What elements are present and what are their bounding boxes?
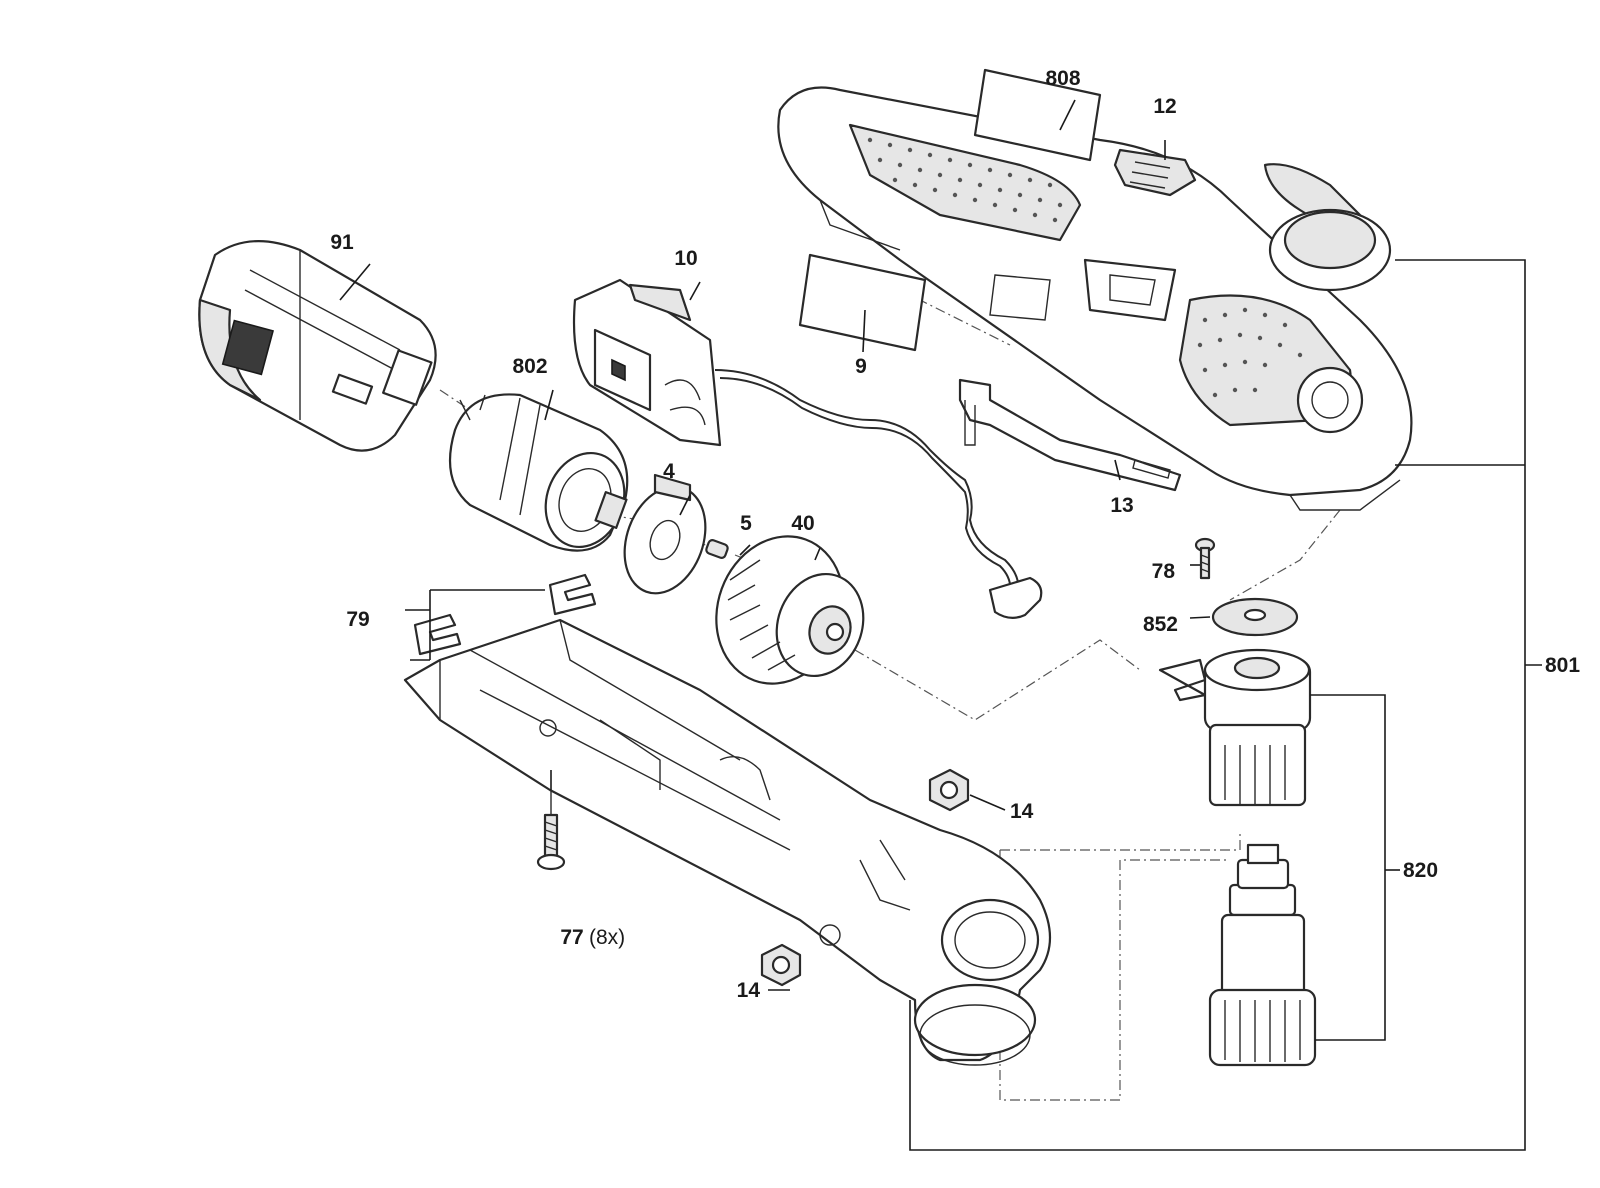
nut-14-lower <box>760 943 802 987</box>
slide-bar-13 <box>958 378 1182 492</box>
callout-9: 9 <box>855 355 867 378</box>
screw-78 <box>1194 537 1216 580</box>
callout-801: 801 <box>1545 654 1580 677</box>
battery-pack-91 <box>198 240 437 452</box>
nut-14-upper <box>928 768 970 812</box>
lower-housing-shell <box>403 618 1051 1066</box>
callout-91: 91 <box>330 231 354 254</box>
callout-77: 77 <box>560 926 583 949</box>
callout-5: 5 <box>740 512 752 535</box>
clip-79-lower <box>413 613 462 656</box>
callout-79: 79 <box>346 608 369 631</box>
chuck-assembly-820 <box>1158 648 1317 1067</box>
callout-808: 808 <box>1045 67 1080 90</box>
switch-module-10 <box>572 278 722 447</box>
callout-40: 40 <box>791 512 814 535</box>
clip-79-upper <box>548 573 597 616</box>
callout-77-quantity: (8x) <box>589 926 625 949</box>
screw-5 <box>705 539 729 559</box>
callout-802: 802 <box>512 355 547 378</box>
callout-852: 852 <box>1143 613 1178 636</box>
brush-plate-4 <box>623 473 707 595</box>
callout-14-lower: 14 <box>737 979 761 1002</box>
callout-820: 820 <box>1403 859 1438 882</box>
upper-housing-shell <box>777 86 1413 511</box>
callout-4: 4 <box>663 460 675 483</box>
callout-14-upper: 14 <box>1010 800 1034 823</box>
callout-12: 12 <box>1153 95 1176 118</box>
washer-852 <box>1211 597 1299 637</box>
callout-13: 13 <box>1110 494 1133 517</box>
screw-77 <box>536 790 566 871</box>
callout-10: 10 <box>674 247 697 270</box>
label-plate-808 <box>973 68 1102 162</box>
label-plate-9 <box>798 253 927 352</box>
motor-802 <box>448 393 629 552</box>
switch-slider-12 <box>1113 148 1197 197</box>
gear-fan-40 <box>715 535 865 685</box>
leader-lines <box>339 99 1542 1151</box>
callout-78: 78 <box>1152 560 1176 583</box>
grip-texture-dots <box>867 137 1303 398</box>
lever-cap-assembly <box>1263 163 1392 292</box>
switch-cable <box>714 369 1043 619</box>
